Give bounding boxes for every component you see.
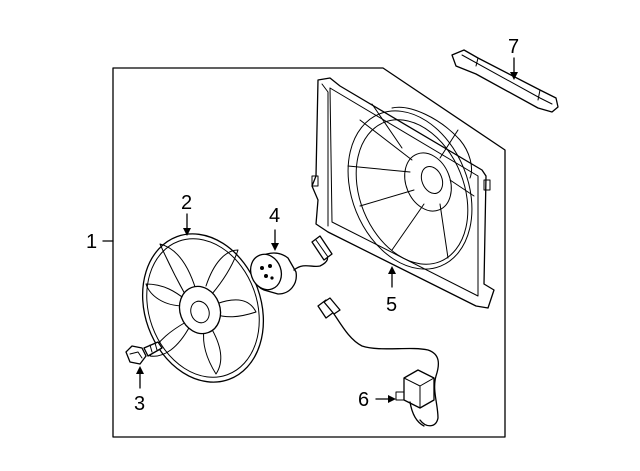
callout-2-label: 2	[181, 192, 192, 214]
callout-6-label: 6	[358, 389, 369, 411]
callout-7[interactable]: 7	[508, 36, 519, 80]
fan-motor-part[interactable]	[246, 235, 333, 295]
callout-1-label: 1	[86, 231, 97, 253]
callout-3[interactable]: 3	[134, 366, 145, 415]
fan-blade-part[interactable]	[123, 217, 284, 400]
callout-3-label: 3	[134, 393, 145, 415]
callout-5[interactable]: 5	[386, 266, 397, 316]
assembly-outline	[112, 67, 506, 438]
bolt-part[interactable]	[125, 341, 163, 365]
callout-4[interactable]: 4	[269, 205, 280, 251]
callout-1[interactable]: 1	[86, 231, 114, 253]
callout-4-label: 4	[269, 205, 280, 227]
callout-2[interactable]: 2	[181, 192, 192, 236]
seal-strip-part[interactable]	[451, 49, 559, 113]
callout-5-label: 5	[386, 294, 397, 316]
fan-shroud-part[interactable]	[311, 77, 495, 309]
callout-6[interactable]: 6	[358, 389, 396, 411]
callout-7-label: 7	[508, 36, 519, 58]
wiring-harness-part[interactable]	[317, 297, 440, 427]
